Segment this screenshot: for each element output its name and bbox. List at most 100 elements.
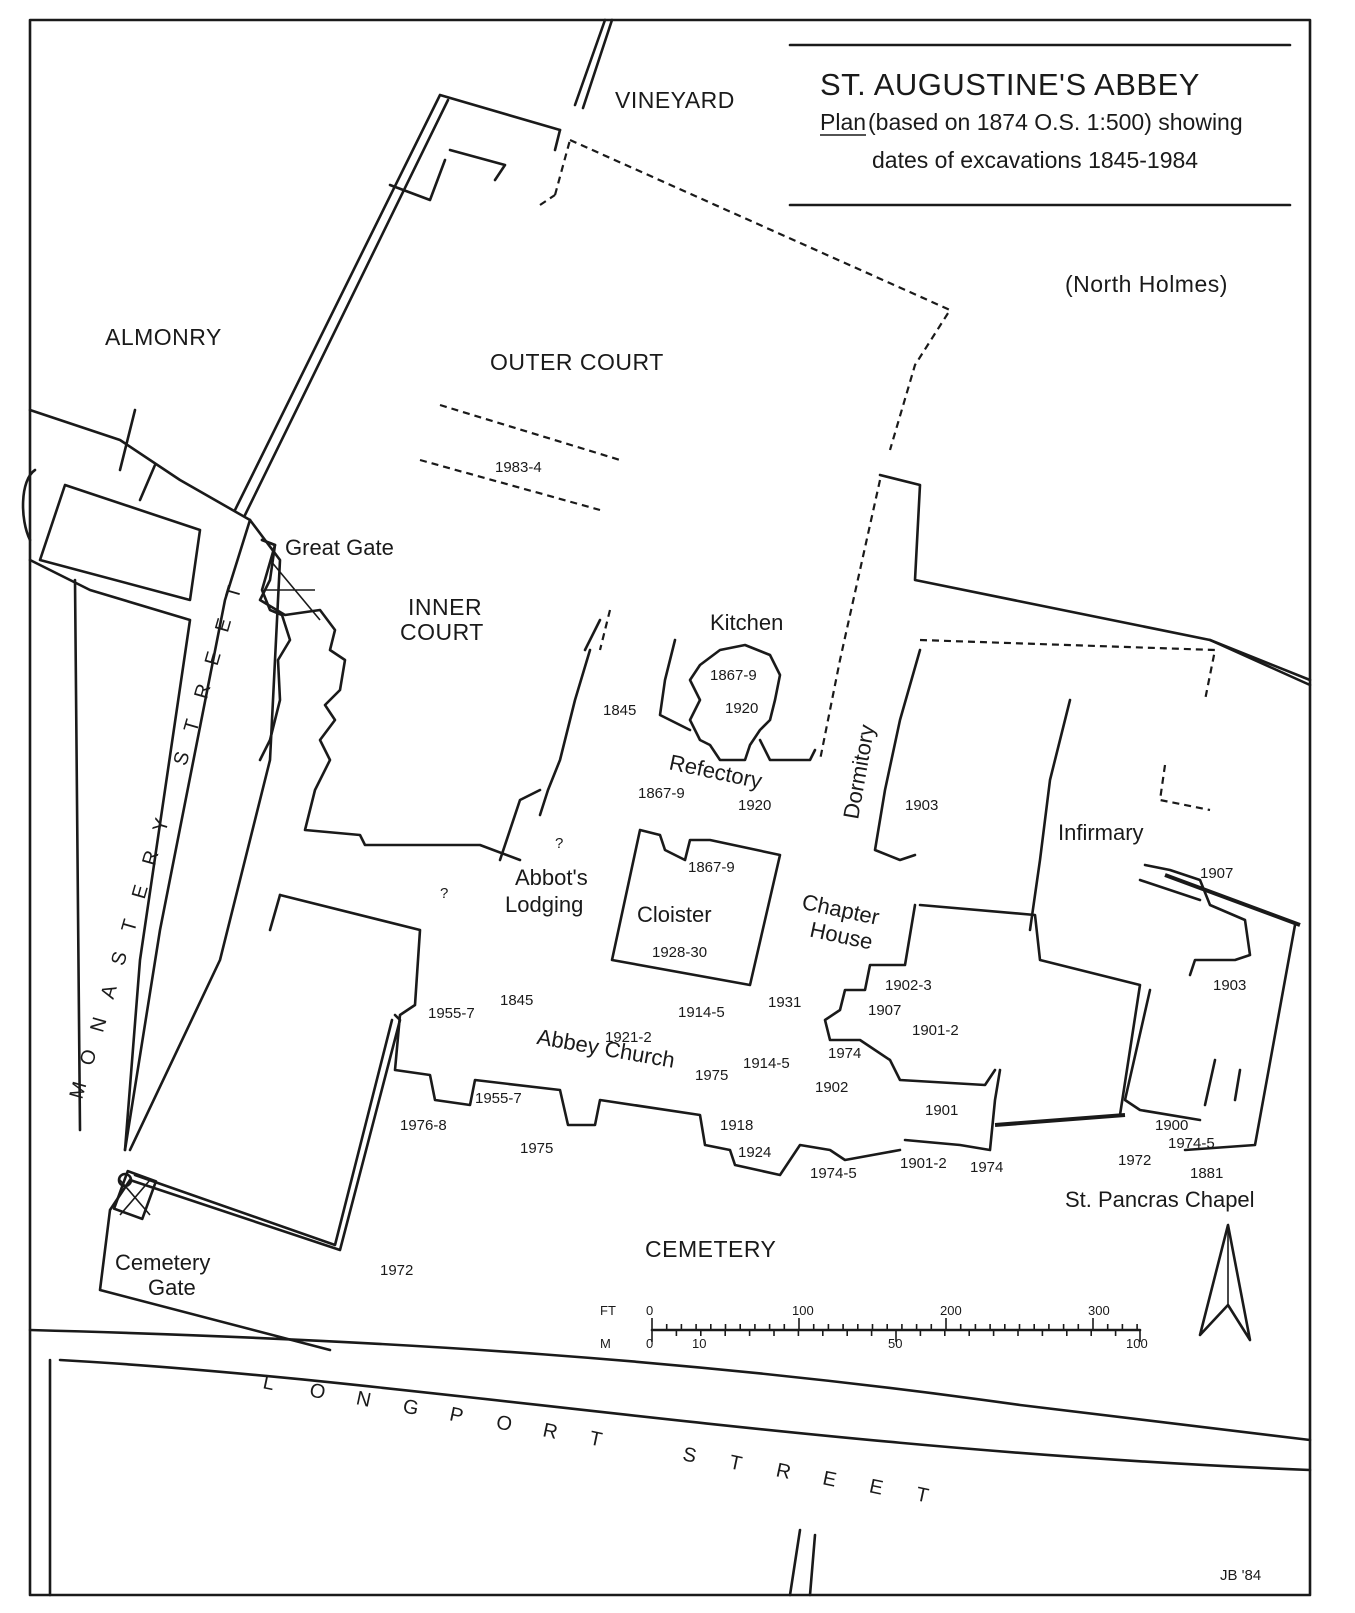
- date-label: 1902: [815, 1079, 848, 1096]
- monastery-street-outline: [21, 408, 282, 1152]
- date-label: 1907: [1200, 865, 1233, 882]
- title-main: ST. AUGUSTINE'S ABBEY: [820, 67, 1200, 102]
- date-label: 1914-5: [678, 1004, 725, 1021]
- scale-m-label: M: [600, 1336, 611, 1351]
- street-letter: O: [308, 1379, 328, 1404]
- scale-bar: FT M 0 100 200 300 0 10 50 100: [600, 1303, 1148, 1351]
- date-label: 1931: [768, 994, 801, 1011]
- street-letter: S: [681, 1443, 699, 1467]
- title-block: ST. AUGUSTINE'S ABBEY Plan (based on 187…: [788, 43, 1292, 207]
- label-outer-court: OUTER COURT: [490, 349, 664, 375]
- label-north-holmes: (North Holmes): [1065, 271, 1228, 297]
- street-letter: R: [774, 1459, 793, 1484]
- street-letter: N: [86, 1015, 111, 1035]
- label-abbots-lodging-2: Lodging: [505, 892, 583, 917]
- date-label: 1845: [500, 992, 533, 1009]
- scale-m-10: 10: [692, 1336, 706, 1351]
- kitchen-building: [658, 638, 817, 762]
- label-dormitory: Dormitory: [838, 723, 879, 821]
- cemetery-wall: [98, 1013, 402, 1352]
- street-letter: E: [128, 882, 153, 901]
- west-range: [498, 609, 612, 862]
- street-letter: P: [448, 1403, 466, 1427]
- st-pancras-chapel: [1123, 863, 1301, 1152]
- abbey-church-building: [268, 893, 902, 1177]
- date-label: 1920: [738, 797, 771, 814]
- date-label: ?: [440, 885, 448, 902]
- scale-ft-300: 300: [1088, 1303, 1110, 1318]
- label-vineyard: VINEYARD: [615, 87, 735, 113]
- date-label: 1976-8: [400, 1117, 447, 1134]
- street-letter: O: [494, 1411, 514, 1436]
- date-label: 1920: [725, 700, 758, 717]
- date-label: 1975: [695, 1067, 728, 1084]
- label-cemetery-gate-2: Gate: [148, 1275, 196, 1300]
- street-letter: T: [180, 717, 205, 735]
- north-arrow-icon: [1198, 1223, 1252, 1342]
- street-letter: Y: [149, 816, 174, 835]
- map-frame: [28, 18, 1312, 1597]
- scale-m-100: 100: [1126, 1336, 1148, 1351]
- date-label: 1928-30: [652, 944, 707, 961]
- date-label: 1867-9: [638, 785, 685, 802]
- street-letter: T: [118, 917, 143, 935]
- street-letter: O: [76, 1047, 101, 1068]
- street-letter: E: [201, 649, 226, 668]
- precinct-walls: [233, 18, 1312, 701]
- date-label: 1921-2: [605, 1029, 652, 1046]
- label-cemetery: CEMETERY: [645, 1236, 776, 1262]
- date-label: 1975: [520, 1140, 553, 1157]
- label-kitchen: Kitchen: [710, 610, 783, 635]
- date-label: 1974: [828, 1045, 861, 1062]
- title-plan-rest: (based on 1874 O.S. 1:500) showing: [868, 109, 1243, 135]
- scale-ft-0: 0: [646, 1303, 653, 1318]
- label-st-pancras: St. Pancras Chapel: [1065, 1187, 1255, 1212]
- scale-m-50: 50: [888, 1336, 902, 1351]
- great-gate-building: [258, 538, 522, 862]
- date-label: 1900: [1155, 1117, 1188, 1134]
- cloister-building: [610, 828, 782, 987]
- date-label: 1924: [738, 1144, 771, 1161]
- title-plan-word: Plan: [820, 109, 866, 135]
- label-almonry: ALMONRY: [105, 324, 222, 350]
- street-letter: R: [138, 848, 163, 868]
- date-label: 1901-2: [912, 1022, 959, 1039]
- infirmary-building: [1028, 698, 1211, 932]
- date-label: 1903: [1213, 977, 1246, 994]
- date-label: 1901: [925, 1102, 958, 1119]
- label-great-gate: Great Gate: [285, 535, 394, 560]
- dormitory-building: [818, 479, 922, 862]
- scale-ft-200: 200: [940, 1303, 962, 1318]
- street-letter: T: [914, 1483, 931, 1507]
- scale-m-ticks: [651, 1330, 1141, 1342]
- date-label: 1901-2: [900, 1155, 947, 1172]
- label-cemetery-gate-1: Cemetery: [115, 1250, 210, 1275]
- scale-ft-label: FT: [600, 1303, 616, 1318]
- date-label: 1983-4: [495, 459, 542, 476]
- date-label: 1974-5: [1168, 1135, 1215, 1152]
- street-letter: T: [587, 1427, 604, 1451]
- street-letter: L: [261, 1371, 276, 1395]
- street-letter: T: [222, 584, 247, 602]
- street-letter: A: [97, 982, 122, 1002]
- street-letter: E: [867, 1475, 885, 1499]
- date-label: 1974: [970, 1159, 1003, 1176]
- street-letter: G: [401, 1395, 421, 1420]
- label-inner-court-1: INNER: [408, 594, 482, 620]
- street-letter: N: [354, 1387, 373, 1412]
- date-label: 1974-5: [810, 1165, 857, 1182]
- date-label: 1845: [603, 702, 636, 719]
- date-label: 1902-3: [885, 977, 932, 994]
- street-letter: E: [821, 1467, 839, 1491]
- date-label: 1918: [720, 1117, 753, 1134]
- label-abbots-lodging-1: Abbot's: [515, 865, 588, 890]
- date-label: 1867-9: [688, 859, 735, 876]
- street-letter: S: [170, 749, 195, 768]
- date-label: 1955-7: [475, 1090, 522, 1107]
- street-letter: R: [541, 1419, 560, 1444]
- longport-street-outline: [28, 1328, 1312, 1597]
- scale-ft-100: 100: [792, 1303, 814, 1318]
- street-letter: E: [211, 616, 236, 635]
